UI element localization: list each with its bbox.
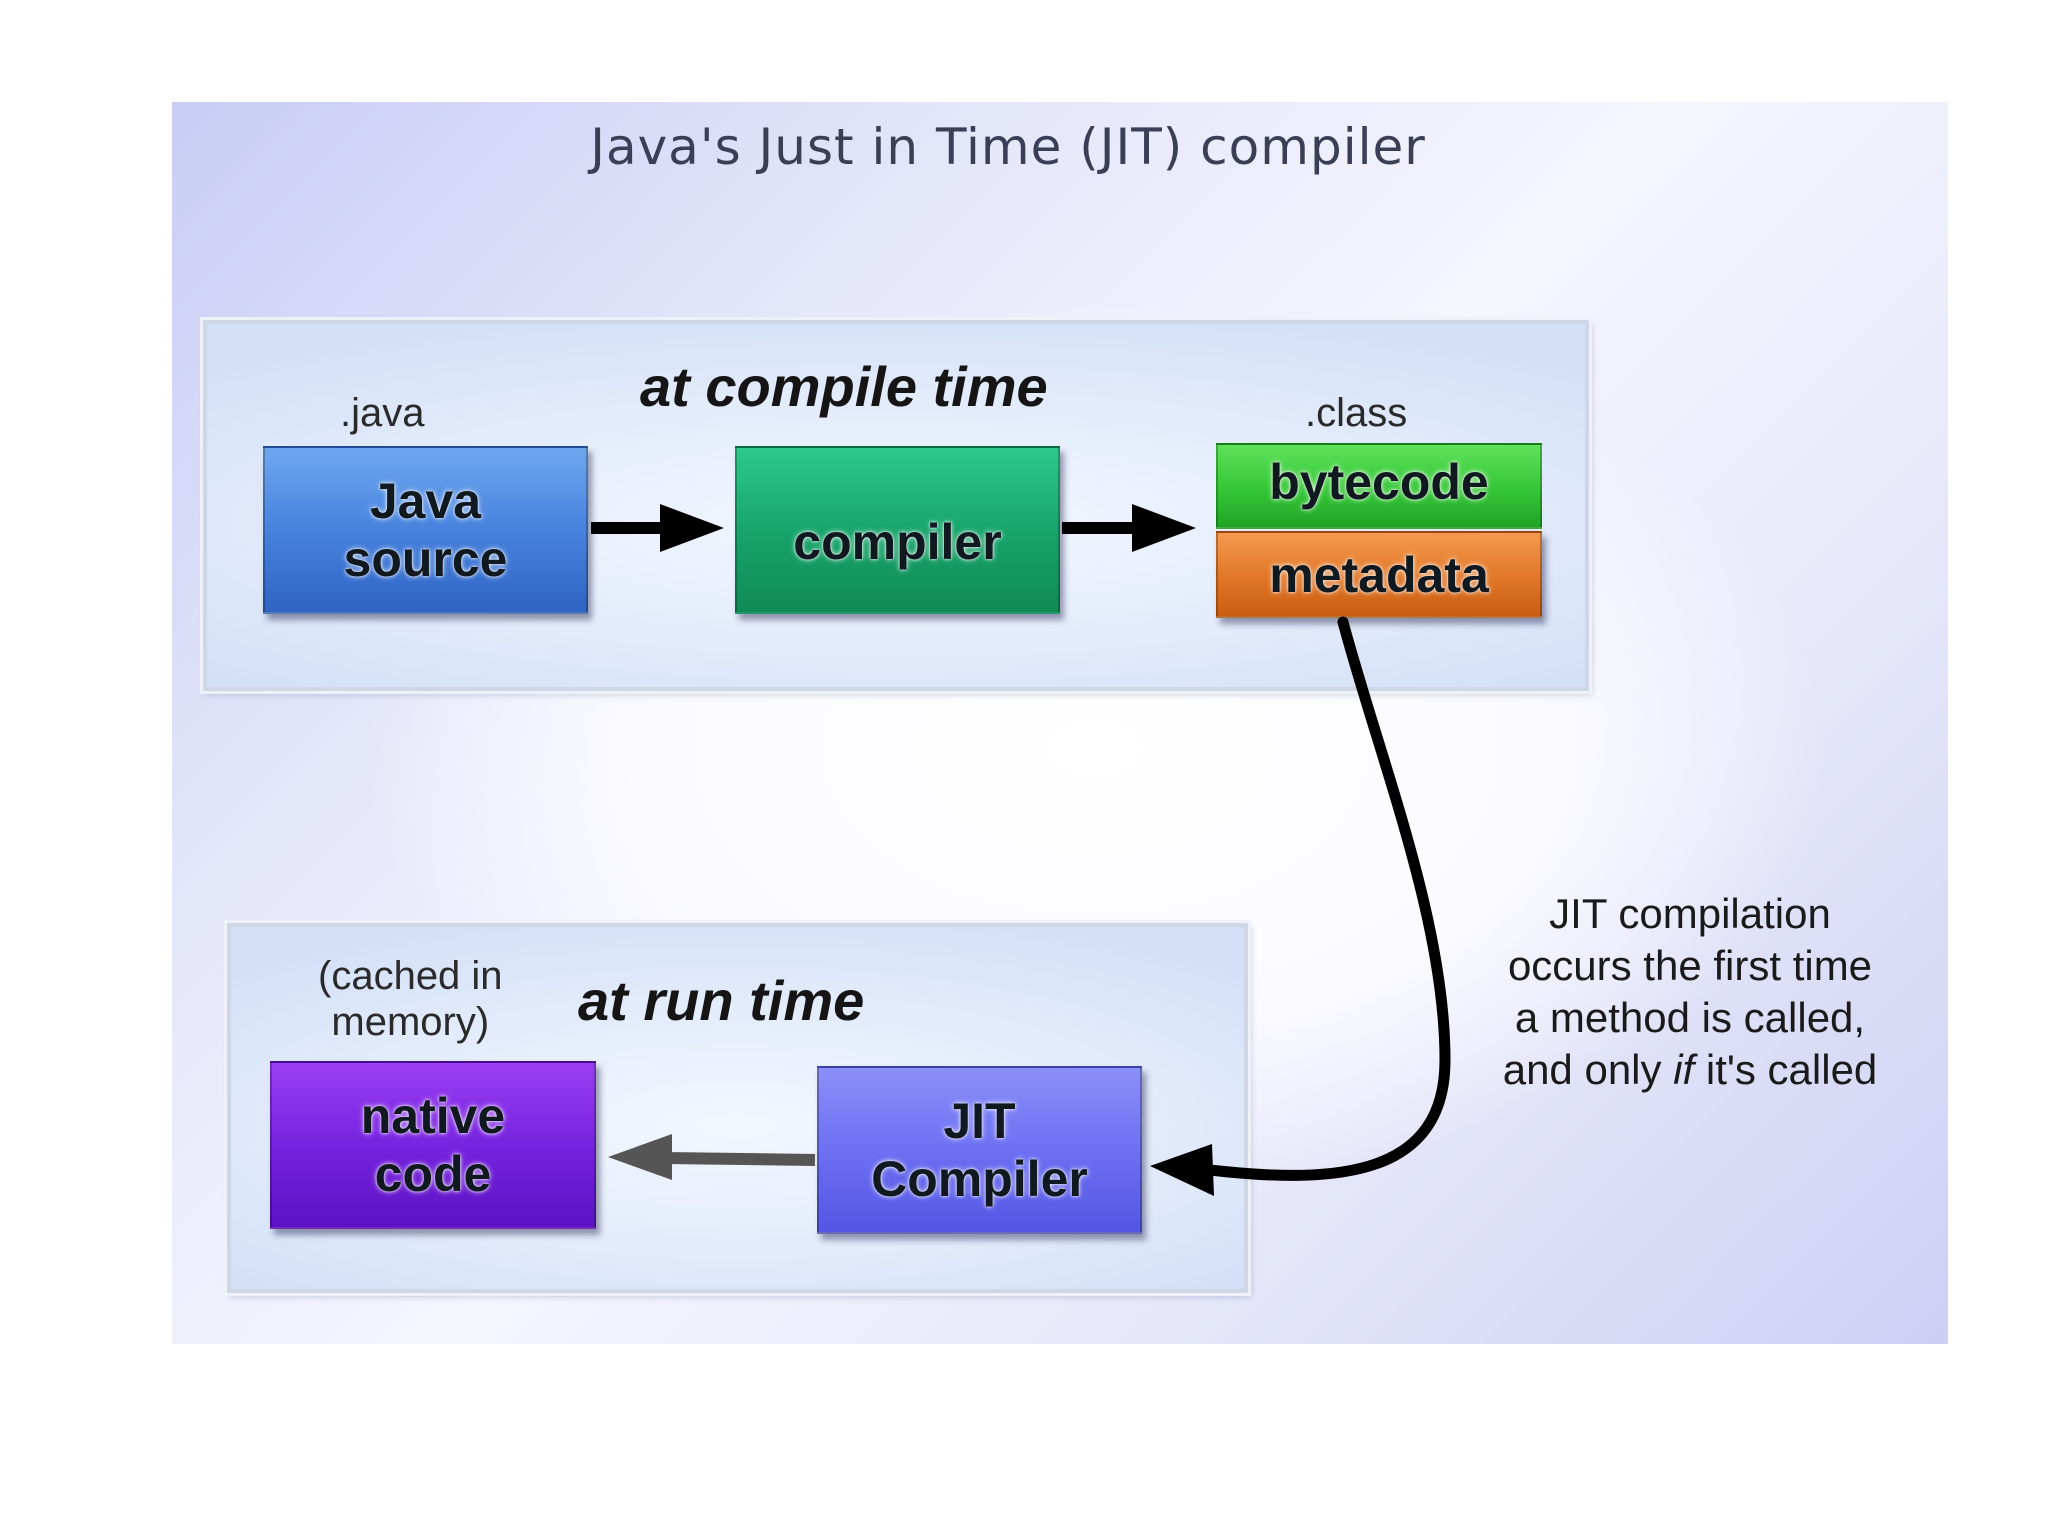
java-source-line-2: source [343,531,508,587]
java-file-label: .java [340,391,425,435]
arrow-class-to-jit [1150,616,1451,1196]
jit-note-line-1: JIT compilation [1549,890,1831,937]
jit-compiler-line-1: JIT [943,1093,1016,1149]
metadata-box: metadata [1216,531,1542,618]
compile-time-heading: at compile time [640,355,1048,418]
java-source-box: Java source [263,446,588,614]
cache-note-line-2: memory) [331,1000,490,1044]
jit-note-line-4-end: it's called [1694,1046,1878,1093]
jit-note-line-4-start: and only [1502,1046,1674,1093]
arrow-jit-to-native [608,1134,816,1180]
jit-note-line-2: occurs the first time [1507,942,1873,989]
native-code-line-1: native [360,1088,506,1144]
class-file-label: .class [1305,391,1408,435]
bytecode-label: bytecode [1269,454,1489,510]
jit-compiler-line-2: Compiler [871,1151,1088,1207]
jit-note-emphasis: if [1673,1046,1695,1093]
run-time-heading: at run time [578,969,865,1032]
jit-note-line-4: and only if it's called [1440,1044,1940,1096]
cache-note-line-1: (cached in [318,954,503,998]
jit-note: JIT compilation occurs the first time a … [1440,888,1940,1096]
arrow-source-to-compiler [591,504,724,552]
jit-note-line-3: a method is called, [1514,994,1866,1041]
compiler-label: compiler [793,514,1002,570]
compiler-box: compiler [735,446,1060,614]
native-code-box: native code [270,1061,596,1229]
java-source-line-1: Java [369,473,482,529]
cache-note: (cached in memory) [318,953,503,1045]
diagram-title: Java's Just in Time (JIT) compiler [590,118,1426,176]
jit-compiler-box: JIT Compiler [817,1066,1142,1234]
bytecode-box: bytecode [1216,443,1542,529]
arrow-compiler-to-class [1062,504,1196,552]
metadata-label: metadata [1269,546,1489,603]
native-code-line-2: code [374,1146,492,1202]
